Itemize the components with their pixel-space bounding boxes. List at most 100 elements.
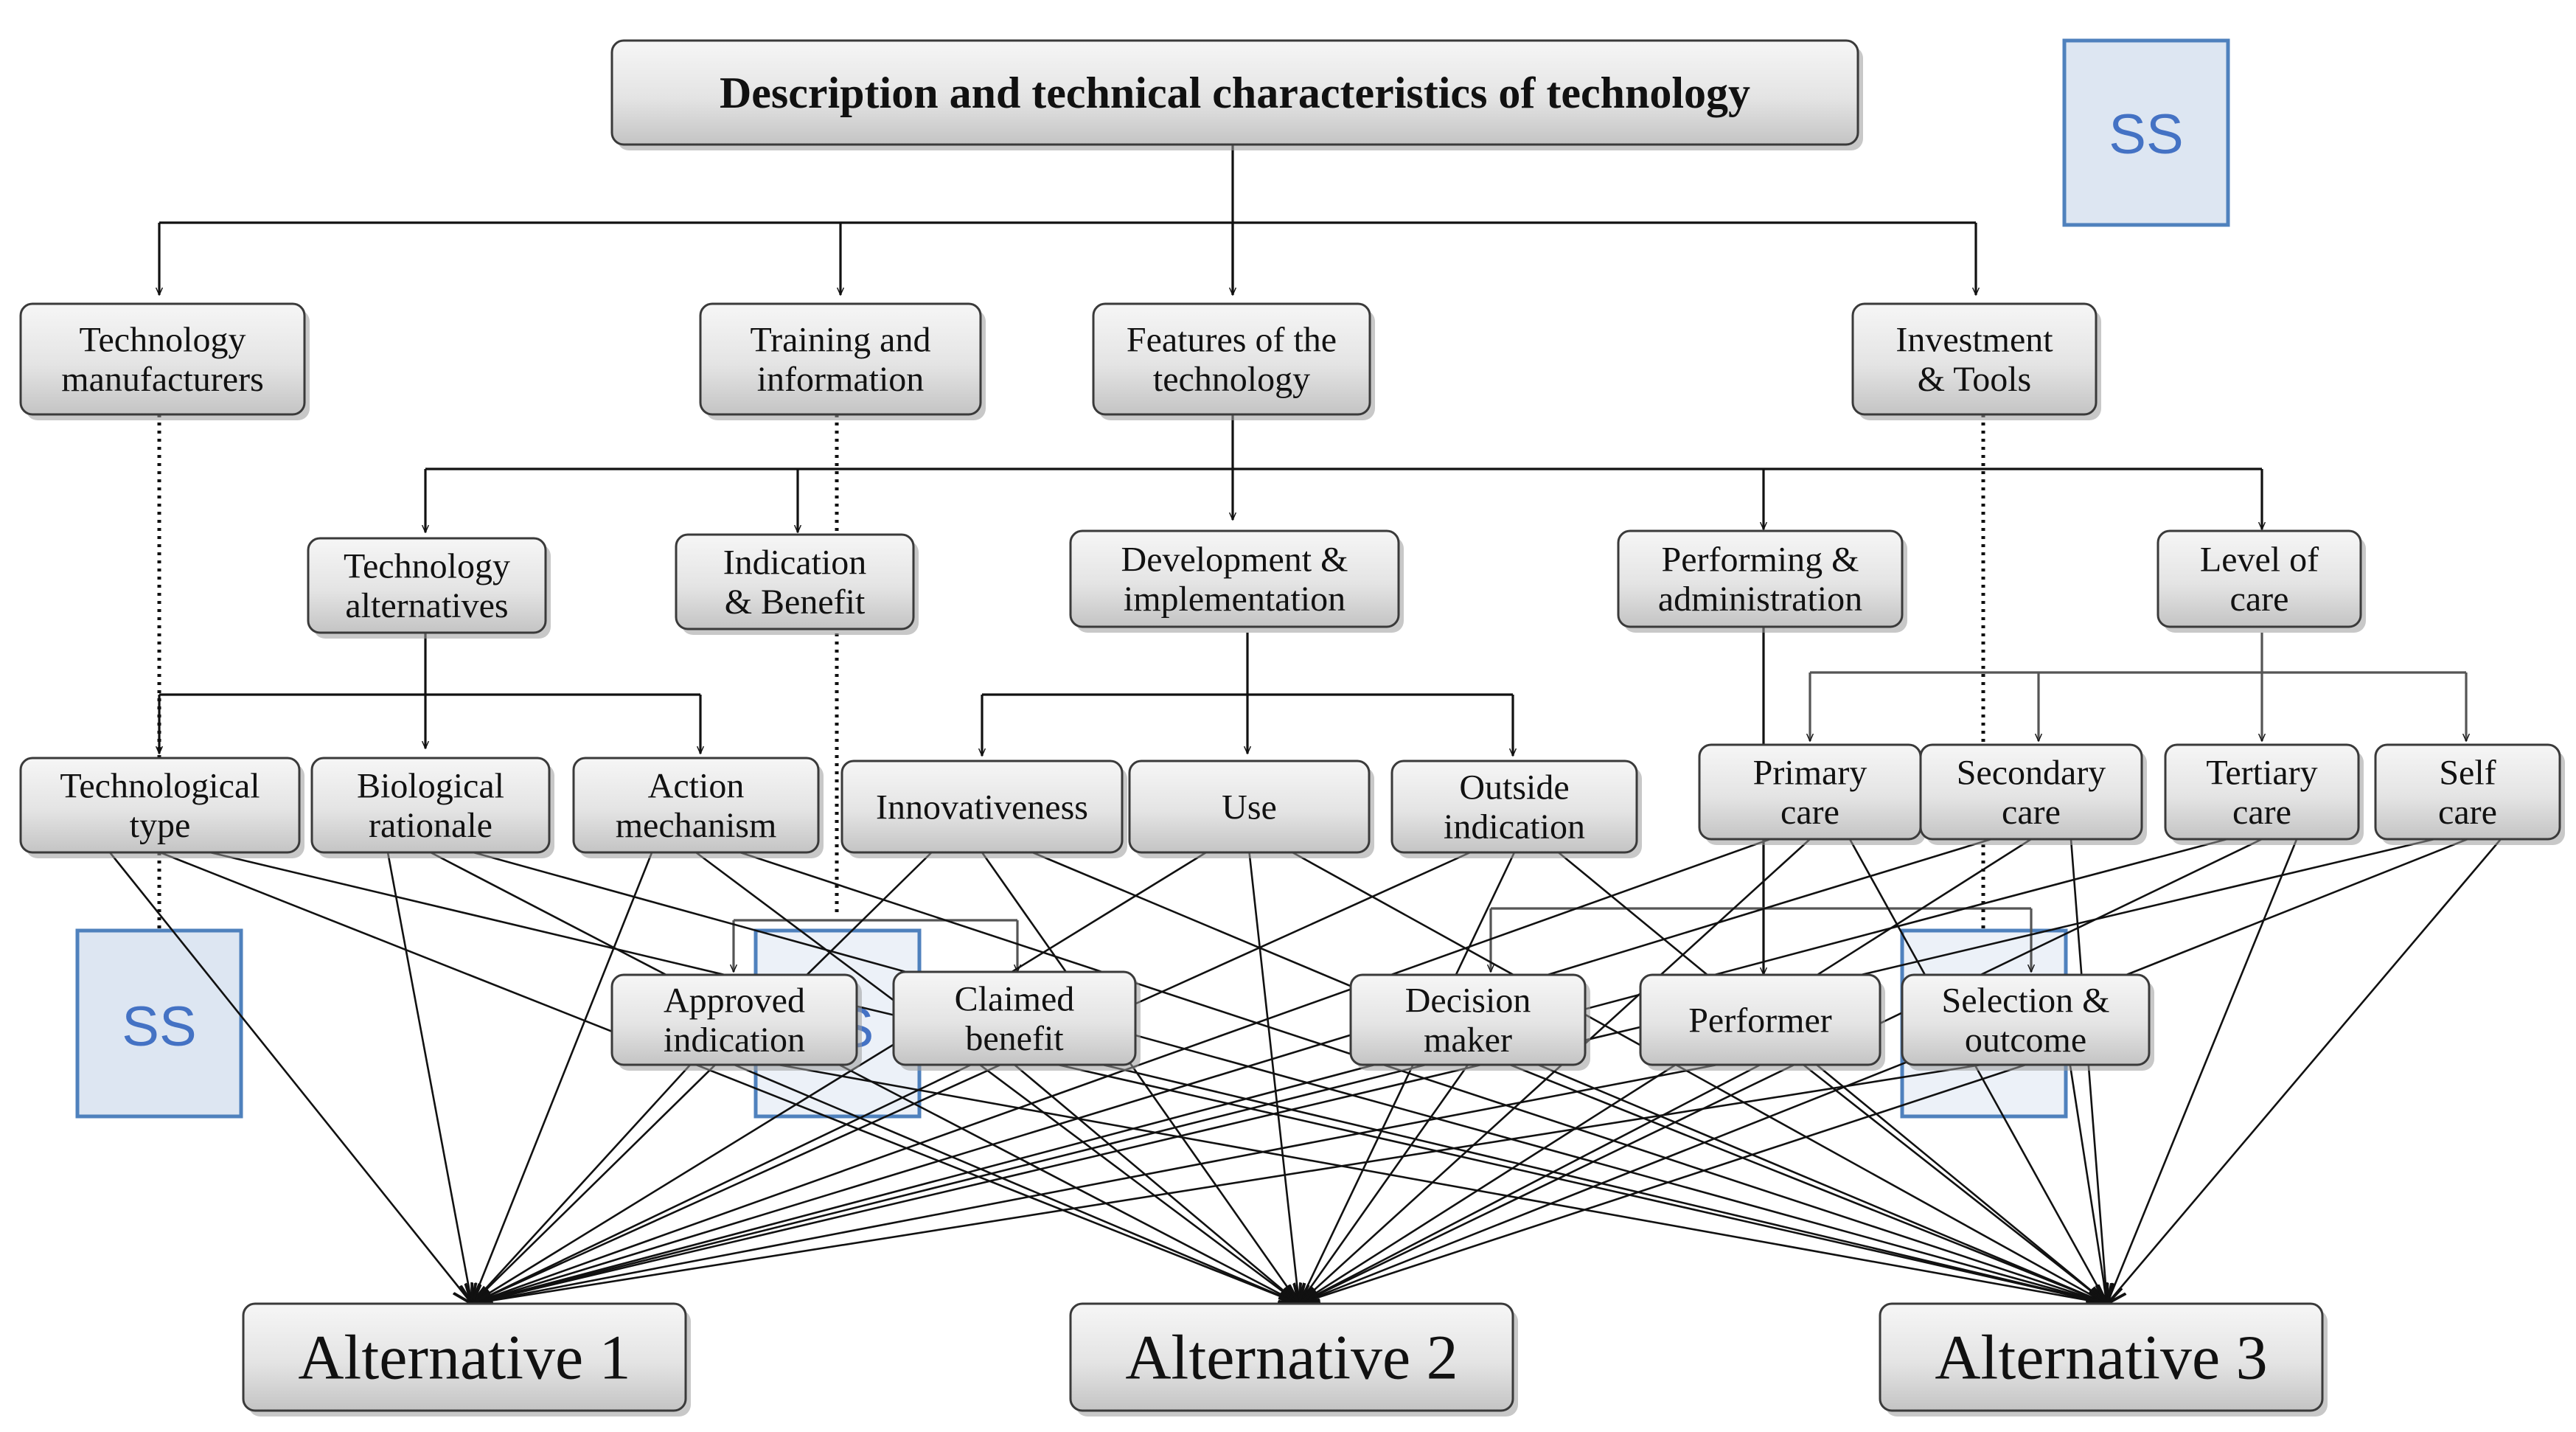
edge-performer-to-alternative-3 xyxy=(1803,1063,2107,1304)
node-box xyxy=(242,1302,687,1412)
node-box xyxy=(1639,973,1881,1066)
edge-performer-to-alternative-1 xyxy=(472,1063,1718,1304)
node-box xyxy=(1617,529,1904,628)
node-performing-administration: Performing &administration xyxy=(1617,529,1907,633)
edge-secondary-care-to-alternative-3 xyxy=(2069,838,2107,1304)
connectors-tech-alternatives xyxy=(159,633,700,754)
edge-approved-indication-to-alternative-1 xyxy=(472,1064,692,1304)
node-alternative-1: Alternative 1 xyxy=(242,1302,691,1417)
node-box xyxy=(892,970,1137,1066)
ss-label-top-right: SS xyxy=(2109,103,2183,166)
edge-selection-outcome-to-alternative-2 xyxy=(1299,1063,2026,1304)
edge-biological-rationale-to-alternative-1 xyxy=(386,852,472,1304)
edge-biological-rationale-to-alternative-2 xyxy=(430,851,1299,1304)
ss-label-left: SS xyxy=(122,995,196,1058)
node-box xyxy=(19,302,306,416)
node-label: Alternative 2 xyxy=(1125,1322,1458,1393)
edge-secondary-care-to-alternative-1 xyxy=(472,838,1992,1304)
edge-approved-indication-to-alternative-2 xyxy=(734,1063,1299,1304)
edge-claimed-benefit-to-alternative-1 xyxy=(472,1063,972,1304)
node-alternative-3: Alternative 3 xyxy=(1879,1302,2328,1417)
node-innovativeness: Innovativeness xyxy=(840,760,1127,858)
node-box xyxy=(1092,302,1371,416)
node-box xyxy=(1069,1302,1514,1412)
node-label: Performing &administration xyxy=(1658,540,1862,619)
edge-self-care-to-alternative-3 xyxy=(2107,838,2502,1304)
edge-self-care-to-alternative-1 xyxy=(472,838,2435,1304)
edge-tertiary-care-to-alternative-3 xyxy=(2107,838,2298,1304)
edge-action-mechanism-to-alternative-2 xyxy=(695,851,1299,1304)
node-box xyxy=(610,973,858,1066)
edge-outside-indication-to-alternative-3 xyxy=(1557,851,2107,1304)
node-box xyxy=(610,39,1859,146)
alternative-edges xyxy=(108,838,2502,1304)
node-box xyxy=(840,760,1124,854)
edge-technological-type-to-alternative-3 xyxy=(209,851,2107,1304)
edge-use-to-alternative-2 xyxy=(1248,852,1300,1304)
node-use: Use xyxy=(1128,760,1374,858)
edge-selection-outcome-to-alternative-3 xyxy=(2069,1064,2107,1304)
node-label: Indication& Benefit xyxy=(723,543,867,622)
node-alternative-2: Alternative 2 xyxy=(1069,1302,1518,1417)
connectors-indication xyxy=(734,919,1017,972)
node-label: Development &implementation xyxy=(1121,540,1348,619)
node-box xyxy=(310,757,551,854)
edge-use-to-alternative-1 xyxy=(472,851,1207,1304)
node-label: Alternative 1 xyxy=(298,1322,630,1393)
connectors-root xyxy=(159,145,1976,295)
node-box xyxy=(19,757,301,854)
node-indication-benefit: Indication& Benefit xyxy=(675,533,919,635)
edge-claimed-benefit-to-alternative-2 xyxy=(1014,1064,1299,1304)
node-label: Performer xyxy=(1688,1001,1832,1040)
node-label: Description and technical characteristic… xyxy=(720,69,1750,117)
node-box xyxy=(572,757,820,854)
node-box xyxy=(1879,1302,2324,1412)
edge-primary-care-to-alternative-1 xyxy=(472,838,1771,1304)
edge-decision-maker-to-alternative-3 xyxy=(1509,1063,2107,1304)
edge-technological-type-to-alternative-1 xyxy=(108,852,472,1304)
edge-approved-indication-to-alternative-3 xyxy=(778,1063,2107,1304)
node-box xyxy=(675,533,915,630)
edge-innovativeness-to-alternative-2 xyxy=(981,852,1299,1304)
node-box xyxy=(2164,743,2360,841)
edge-outside-indication-to-alternative-1 xyxy=(472,851,1471,1304)
node-root: Description and technical characteristic… xyxy=(610,39,1863,150)
node-development-implementation: Development &implementation xyxy=(1069,529,1404,633)
edge-primary-care-to-alternative-3 xyxy=(1848,838,2107,1304)
node-box xyxy=(1919,743,2143,841)
edge-tertiary-care-to-alternative-2 xyxy=(1299,838,2263,1304)
edge-tertiary-care-to-alternative-1 xyxy=(472,838,2228,1304)
edge-outside-indication-to-alternative-2 xyxy=(1299,852,1516,1304)
connectors-features xyxy=(425,414,2262,532)
node-performer: Performer xyxy=(1639,973,1885,1071)
edge-biological-rationale-to-alternative-3 xyxy=(473,851,2107,1304)
node-box xyxy=(699,302,982,416)
edge-selection-outcome-to-alternative-1 xyxy=(472,1063,1982,1304)
edge-secondary-care-to-alternative-2 xyxy=(1299,838,2032,1304)
